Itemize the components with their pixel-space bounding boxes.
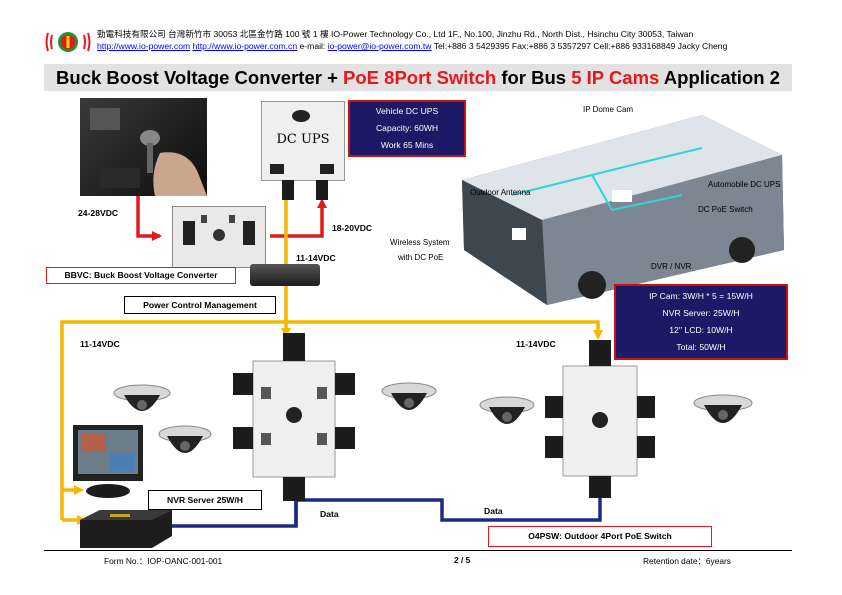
gear-shift-hand-icon	[90, 108, 207, 196]
poe-8port-switch	[233, 333, 355, 501]
voltage-11-14-top: 11-14VDC	[296, 253, 336, 263]
ups-spec-1: Vehicle DC UPS	[375, 106, 439, 116]
company-info-line: 勁電科技有限公司 台灣新竹市 30053 北區金竹路 100 號 1 樓 IO-…	[97, 29, 694, 39]
nvr-server-icon	[80, 510, 172, 548]
bbvc-converter	[172, 206, 266, 268]
poe-4port-switch	[545, 340, 655, 498]
bus-label-antenna: Outdoor Antenna	[470, 188, 531, 197]
contact-line: http://www.io-power.com http://www.io-po…	[97, 41, 727, 52]
bus-label-poe-switch: DC PoE Switch	[698, 205, 753, 214]
dc-ups-port-right	[320, 164, 334, 174]
dc-ups-connector-right	[316, 180, 328, 200]
power-spec-4: Total: 50W/H	[676, 342, 726, 352]
dome-camera-1	[112, 383, 172, 421]
footer-page-number: 2 / 5	[454, 555, 471, 565]
bus-label-auto-ups: Automobile DC UPS	[708, 180, 781, 189]
ups-spec-2: Capacity: 60WH	[375, 123, 439, 133]
footer-retention: Retention date：6years	[643, 556, 731, 566]
power-spec-box: IP Cam: 3W/H * 5 = 15W/H NVR Server: 25W…	[614, 284, 788, 360]
dome-camera-icon	[158, 425, 212, 453]
poe-4port-switch-icon	[545, 340, 655, 498]
dc-ups-connector-left	[282, 180, 294, 200]
o4psw-label-box: O4PSW: Outdoor 4Port PoE Switch	[488, 526, 712, 547]
bus-label-wireless-2: with DC PoE	[398, 253, 444, 262]
bus-illustration	[452, 100, 794, 312]
dome-camera-icon	[693, 394, 753, 423]
footer-form-number: Form No.：IOP-OANC-001-001	[104, 556, 223, 566]
dome-camera-2	[157, 424, 213, 464]
title-part-2: PoE 8Port Switch	[343, 67, 497, 88]
email-label: e-mail:	[299, 41, 326, 51]
company-logo	[44, 30, 92, 54]
ups-spec-box: Vehicle DC UPS Capacity: 60WH Work 65 Mi…	[348, 100, 466, 157]
lcd-monitor-icon	[73, 425, 143, 498]
footer-divider	[44, 550, 792, 551]
data-label-left: Data	[320, 509, 339, 519]
power-spec-3: 12'' LCD: 10W/H	[669, 325, 733, 335]
ups-spec-3: Work 65 Mins	[380, 140, 434, 150]
io-power-logo-icon	[45, 32, 91, 52]
dome-camera-5	[692, 393, 754, 435]
dc-ups-port-left	[270, 164, 284, 174]
bus-label-dome-cam: IP Dome Cam	[583, 105, 634, 114]
website-cn-link[interactable]: http://www.io-power.com.cn	[192, 41, 298, 51]
title-part-3: for Bus	[496, 67, 572, 88]
data-label-right: Data	[484, 506, 503, 516]
voltage-24-28: 24-28VDC	[78, 208, 119, 218]
nvr-server-label-box: NVR Server 25W/H	[148, 490, 262, 510]
poe-8port-switch-icon	[233, 333, 355, 501]
arrow-to-lcd-icon	[74, 485, 84, 495]
bbvc-label-box: BBVC: Buck Boost Voltage Converter	[46, 267, 236, 284]
lcd-monitor	[73, 425, 143, 499]
bus-icon	[462, 115, 784, 305]
contact-numbers: Tel:+886 3 5429395 Fax:+886 3 5357297 Ce…	[433, 41, 728, 51]
bus-label-wireless-1: Wireless System	[390, 238, 450, 247]
converter-device-icon	[183, 215, 255, 245]
dome-camera-icon	[113, 384, 171, 411]
power-control-device	[250, 264, 320, 286]
title-part-1: Buck Boost Voltage Converter +	[56, 67, 344, 88]
voltage-18-20: 18-20VDC	[332, 223, 373, 233]
voltage-11-14-left: 11-14VDC	[80, 339, 120, 349]
vehicle-power-photo	[80, 98, 207, 196]
arrow-to-switch-4port-icon	[593, 330, 603, 340]
title-part-5: Application 2	[659, 67, 780, 88]
dc-ups-device: DC UPS	[261, 101, 345, 181]
title-part-4: 5 IP Cams	[571, 67, 660, 88]
nvr-server-device	[80, 510, 172, 548]
dc-ups-device-label: DC UPS	[276, 132, 330, 147]
website-link[interactable]: http://www.io-power.com	[97, 41, 191, 51]
bus-label-dvr: DVR / NVR	[651, 262, 692, 271]
dome-camera-icon	[381, 382, 437, 410]
email-link[interactable]: io-power@io-power.com.tw	[327, 41, 432, 51]
power-spec-2: NVR Server: 25W/H	[662, 308, 740, 318]
arrow-to-ups-icon	[317, 198, 327, 208]
power-spec-1: IP Cam: 3W/H * 5 = 15W/H	[649, 291, 753, 301]
dome-camera-3	[380, 381, 438, 421]
voltage-11-14-right: 11-14VDC	[516, 339, 556, 349]
dome-camera-4	[478, 395, 536, 435]
dome-camera-icon	[479, 396, 535, 424]
arrow-to-bbvc-icon	[152, 231, 162, 241]
dc-ups-logo-icon	[292, 110, 310, 122]
pcm-label-box: Power Control Management	[124, 296, 276, 314]
page-title: Buck Boost Voltage Converter + PoE 8Port…	[44, 64, 792, 91]
